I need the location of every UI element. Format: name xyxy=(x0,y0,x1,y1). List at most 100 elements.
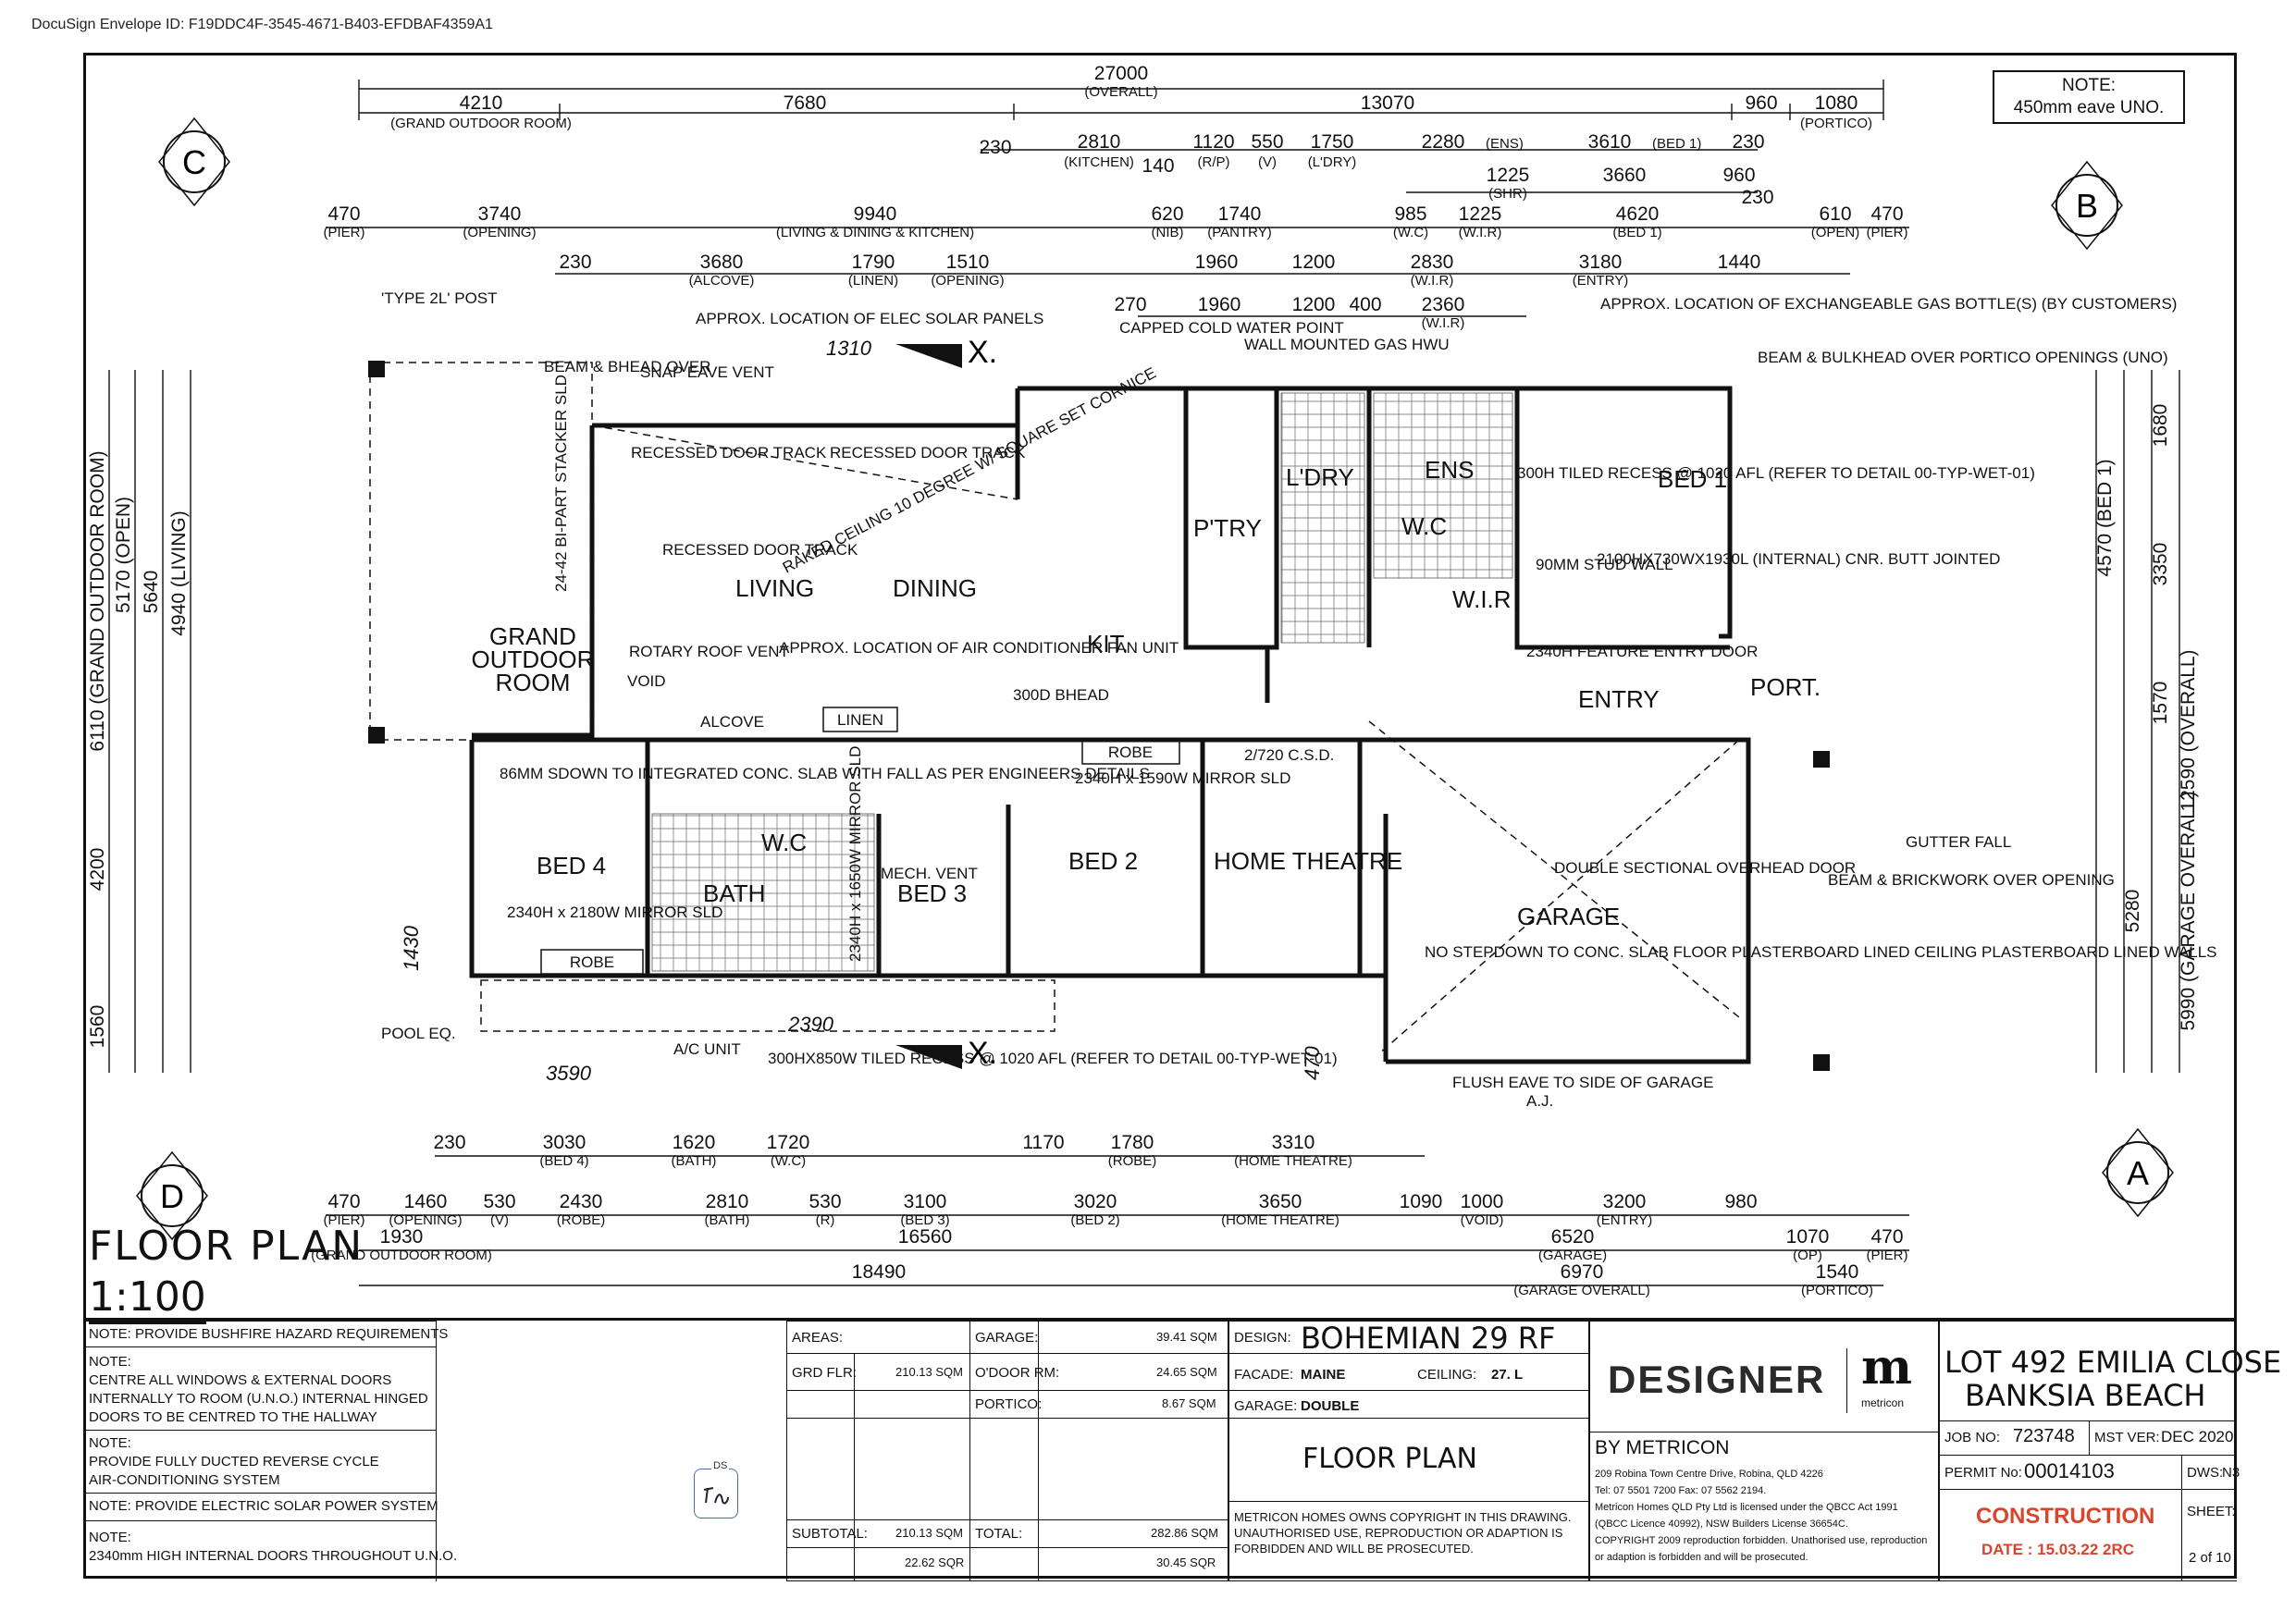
job-label: JOB NO: xyxy=(1944,1430,2001,1445)
dim-left-2: 5170 (OPEN) xyxy=(113,497,134,613)
permit-label: PERMIT No: xyxy=(1944,1465,2022,1481)
note-doors-line1: 2340mm HIGH INTERNAL DOORS THROUGHOUT U.… xyxy=(89,1548,458,1564)
dim-b2-2-sub: (OPENING) xyxy=(389,1212,462,1228)
dim-b3-5-sub: (PIER) xyxy=(1867,1248,1908,1263)
room-garage: GARAGE xyxy=(1517,903,1620,930)
wall-posts xyxy=(368,361,1830,1071)
subtotal-label: SUBTOTAL: xyxy=(792,1526,868,1542)
bottom-dimension-text: 230 3030 (BED 4) 1620 (BATH) 1720 (W.C) … xyxy=(311,1132,1907,1298)
designer-wordmark: DESIGNER xyxy=(1608,1358,1826,1401)
note-beam-bulkhead: BEAM & BULKHEAD OVER PORTICO OPENINGS (U… xyxy=(1758,349,2168,366)
dim-b2-12-sub: (ENTRY) xyxy=(1597,1212,1653,1228)
dim-r4-7: 2830 xyxy=(1411,252,1454,273)
note-tiled-recess-2: 300HX850W TILED RECESS @ 1020 AFL (REFER… xyxy=(768,1050,1338,1067)
dim-b1-2-sub: (BED 4) xyxy=(539,1153,588,1169)
ds-initials-icon xyxy=(703,1487,729,1505)
design-label: DESIGN: xyxy=(1234,1330,1291,1346)
dim-r2-4-sub: (R/P) xyxy=(1198,154,1230,170)
dim-r3-9: 610 xyxy=(1819,203,1851,225)
dim-r2-2: 2810 xyxy=(1078,131,1121,153)
address-line-2: Tel: 07 5501 7200 Fax: 07 5562 2194. xyxy=(1595,1485,1767,1496)
room-pantry: P'TRY xyxy=(1193,514,1262,542)
dim-r5-2: 3660 xyxy=(1603,165,1647,186)
note-brickwork: BEAM & BRICKWORK OVER OPENING xyxy=(1828,871,2115,889)
note-mech-vent: MECH. VENT xyxy=(881,865,978,882)
note-bulkhead-300: 300D BHEAD xyxy=(1013,686,1109,704)
top-dimension-lines xyxy=(326,80,1909,317)
drawing-title: FLOOR PLAN xyxy=(89,1223,364,1270)
dim-r4-6: 1200 xyxy=(1292,252,1336,273)
robe-label-bed4: ROBE xyxy=(570,953,614,971)
dim-b2-9-sub: (HOME THEATRE) xyxy=(1221,1212,1339,1228)
dim-r3-2-sub: (OPENING) xyxy=(463,225,536,240)
dim-b2-7-sub: (BED 3) xyxy=(900,1212,949,1228)
dim-b2-11-sub: (VOID) xyxy=(1461,1212,1504,1228)
job-value: 723748 xyxy=(2013,1426,2075,1446)
note-centre-title: NOTE: xyxy=(89,1354,131,1370)
eave-note-box: NOTE: 450mm eave UNO. xyxy=(1993,70,2185,124)
note-no-stepdown: NO STEPDOWN TO CONC. SLAB FLOOR PLASTERB… xyxy=(1425,943,2217,961)
dim-r2-4: 1120 xyxy=(1192,131,1234,153)
dim-r3-6-sub: (W.C) xyxy=(1393,225,1428,240)
dim-r4-3: 1790 xyxy=(852,252,895,273)
dim-b1-6: 1780 xyxy=(1111,1132,1154,1153)
dim-left-6: 1560 xyxy=(87,1005,108,1049)
note-ac-unit: A/C UNIT xyxy=(673,1040,741,1058)
subtotal-squares: 22.62 SQR xyxy=(905,1555,965,1569)
lot-address-1: LOT 492 EMILIA CLOSE xyxy=(1944,1345,2282,1380)
metricon-name: metricon xyxy=(1861,1396,1905,1409)
note-dim-1430: 1430 xyxy=(400,925,423,971)
room-wir: W.I.R xyxy=(1452,585,1512,613)
dim-r4-4-sub: (OPENING) xyxy=(931,273,1004,289)
dim-r2-6: 1750 xyxy=(1311,131,1354,153)
dim-r6-1: 270 xyxy=(1114,294,1146,315)
grid-marker-c: C xyxy=(158,117,230,207)
note-dim-470: 470 xyxy=(1301,1046,1324,1080)
ceiling-label: CEILING: xyxy=(1417,1367,1477,1383)
room-grand-outdoor-line1: GRAND xyxy=(489,622,576,650)
design-panel xyxy=(1228,1321,1589,1581)
grid-marker-d: D xyxy=(136,1150,208,1241)
dim-r2-8-sub: (BED 1) xyxy=(1652,136,1701,152)
dim-b1-7-sub: (HOME THEATRE) xyxy=(1234,1153,1352,1169)
dim-right-5: 5990 (GARAGE OVERALL) xyxy=(2178,791,2199,1030)
portico-value: 8.67 SQM xyxy=(1162,1396,1216,1410)
total-squares: 30.45 SQR xyxy=(1156,1555,1216,1569)
notes-divider-2 xyxy=(83,1430,437,1431)
dim-r2-9: 230 xyxy=(1732,131,1764,153)
by-metricon: BY METRICON xyxy=(1595,1437,1730,1458)
dim-b2-8-sub: (BED 2) xyxy=(1070,1212,1119,1228)
dim-top-4: 960 xyxy=(1745,92,1777,114)
note-doors-title: NOTE: xyxy=(89,1530,131,1545)
dim-b1-6-sub: (ROBE) xyxy=(1108,1153,1157,1169)
dim-r2-7-sub: (ENS) xyxy=(1486,136,1524,152)
dim-r3-8-sub: (BED 1) xyxy=(1612,225,1661,240)
grid-marker-d-label: D xyxy=(160,1177,184,1215)
areas-label: AREAS: xyxy=(792,1330,844,1346)
dim-b2-12: 3200 xyxy=(1603,1191,1647,1212)
note-gutter-fall: GUTTER FALL xyxy=(1906,833,2011,851)
dim-r4-1: 230 xyxy=(559,252,591,273)
note-solar: NOTE: PROVIDE ELECTRIC SOLAR POWER SYSTE… xyxy=(89,1498,438,1514)
dim-right-4: 1680 xyxy=(2150,404,2171,448)
metricon-logo-icon: m xyxy=(1861,1339,1913,1396)
ds-signature: DS xyxy=(694,1460,738,1518)
note-tiled-recess: 300H TILED RECESS @ 1020 AFL (REFER TO D… xyxy=(1517,464,2035,482)
note-beam-bhead: BEAM & BHEAD OVER xyxy=(544,358,710,375)
ds-label: DS xyxy=(711,1460,730,1471)
dim-right-1: 12590 (OVERALL) xyxy=(2178,649,2199,811)
note-stud-wall: 90MM STUD WALL xyxy=(1536,556,1673,573)
room-grand-outdoor-line3: ROOM xyxy=(496,669,571,696)
drawing-scale: 1:100 xyxy=(89,1273,206,1324)
note-window-sill: 2100HX730WX1930L (INTERNAL) CNR. BUTT JO… xyxy=(1597,550,2000,568)
dim-b2-3: 530 xyxy=(483,1191,515,1212)
note-rotary-vent: ROTARY ROOF VENT xyxy=(629,643,789,660)
note-recessed-door-track-3: RECESSED DOOR TRACK xyxy=(662,541,858,559)
dim-b3-3: 6520 xyxy=(1551,1226,1595,1248)
address-line-1: 209 Robina Town Centre Drive, Robina, QL… xyxy=(1595,1469,1823,1480)
note-solar-panels: APPROX. LOCATION OF ELEC SOLAR PANELS xyxy=(696,310,1043,327)
dim-r3-1-sub: (PIER) xyxy=(324,225,365,240)
address-line-6: or adaption is forbidden and will be pro… xyxy=(1595,1552,1808,1563)
sheet-value: 2 of 10 xyxy=(2189,1550,2231,1566)
